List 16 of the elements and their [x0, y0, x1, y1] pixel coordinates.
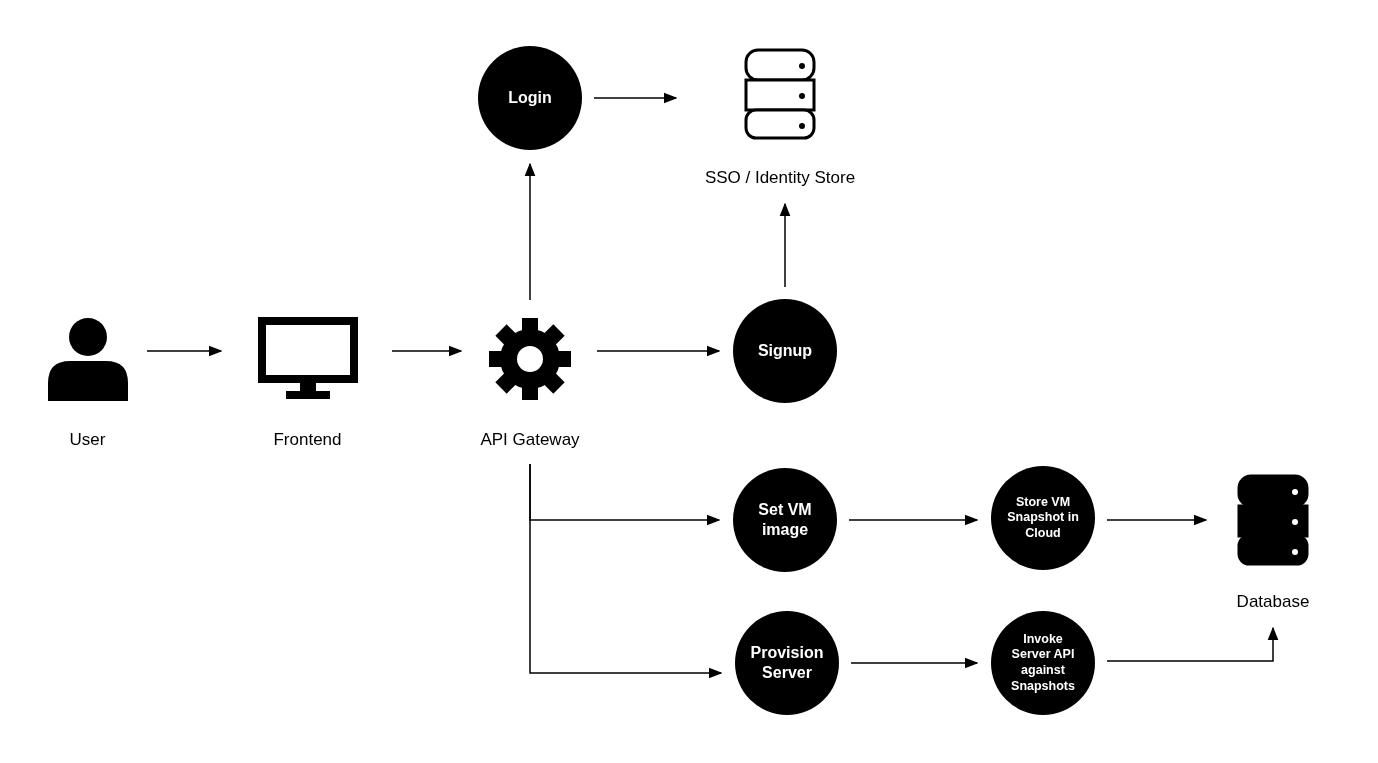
arrow — [596, 345, 721, 357]
icon-label: SSO / Identity Store — [704, 166, 856, 189]
arrow — [1106, 626, 1279, 662]
arrow — [779, 202, 791, 288]
arrow — [391, 345, 463, 357]
icon-label: Frontend — [273, 428, 342, 451]
arrow — [850, 657, 979, 669]
icon-label: User — [69, 428, 106, 451]
arrow — [593, 92, 678, 104]
arrow — [1106, 514, 1208, 526]
icon-label: API Gateway — [480, 428, 580, 451]
arrow — [848, 514, 979, 526]
arrow — [524, 162, 536, 301]
icon-label: Database — [1236, 590, 1310, 613]
arrow — [529, 463, 723, 679]
arrow — [146, 345, 223, 357]
